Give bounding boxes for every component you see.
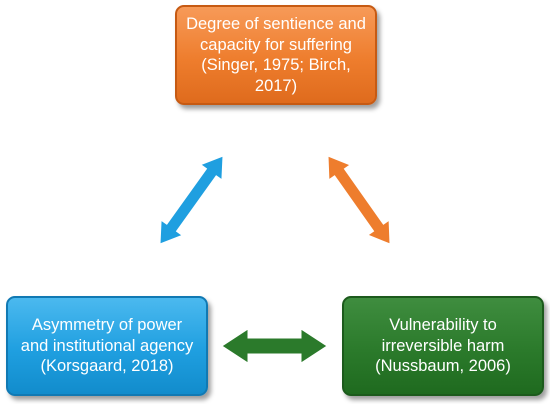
node-vulnerability-label: Vulnerability to irreversible harm (Nuss…: [375, 316, 511, 376]
node-vulnerability: Vulnerability to irreversible harm (Nuss…: [342, 296, 544, 396]
double-arrow-right: [327, 155, 391, 245]
node-sentience-label: Degree of sentience and capacity for suf…: [186, 15, 366, 95]
double-arrow-left: [159, 155, 224, 245]
node-power-asymmetry-label: Asymmetry of power and institutional age…: [20, 316, 194, 376]
node-sentience: Degree of sentience and capacity for suf…: [175, 5, 377, 105]
node-power-asymmetry: Asymmetry of power and institutional age…: [6, 296, 208, 396]
double-arrow-bottom: [221, 328, 328, 364]
